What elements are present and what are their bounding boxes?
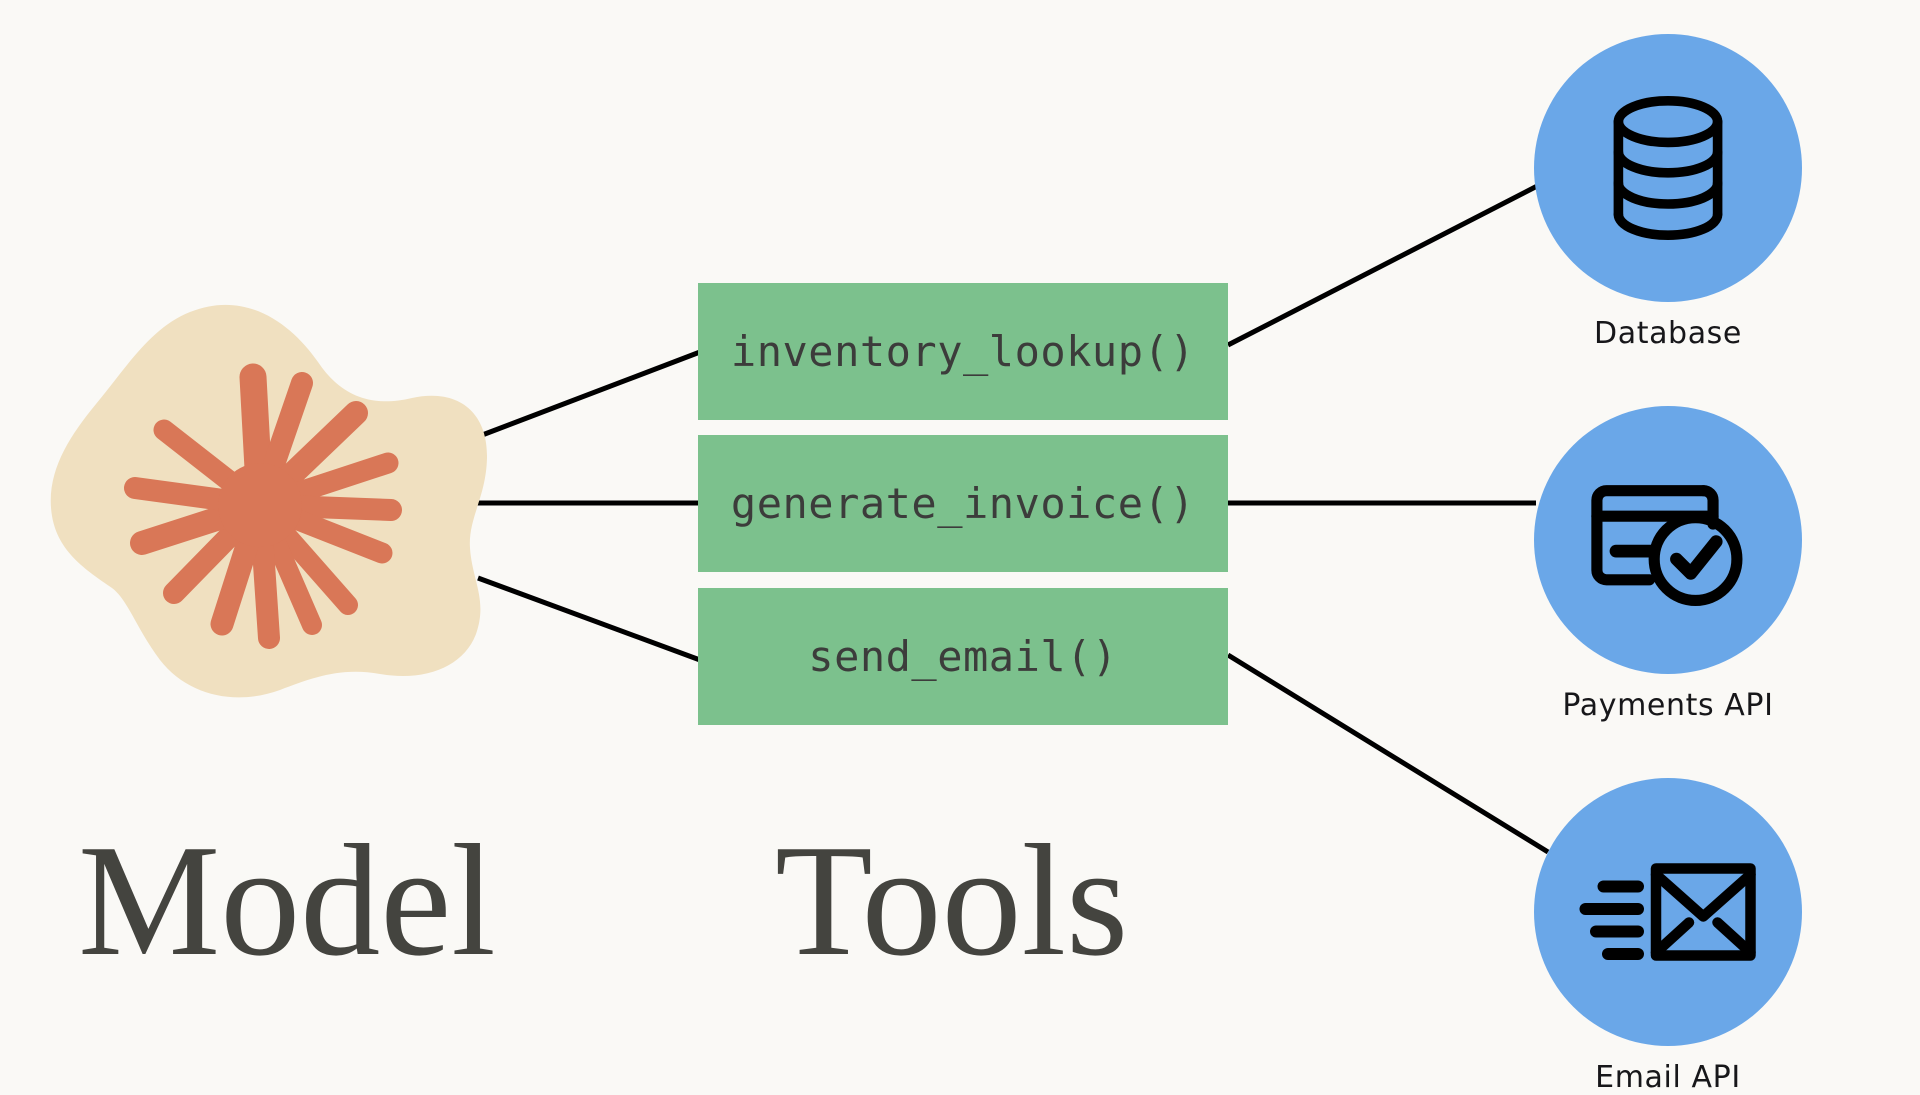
connector-inventory-lookup-to-database [1226,179,1547,348]
service-label: Database [1594,316,1742,351]
service-circle-database[interactable] [1534,34,1802,302]
starburst-icon [124,363,402,649]
service-label: Payments API [1562,688,1774,723]
tool-inventory-lookup[interactable]: inventory_lookup() [698,283,1228,420]
service-circle-payments-api[interactable] [1534,406,1802,674]
connector-model-to-inventory-lookup [476,349,701,440]
model-blob-shape [50,304,488,698]
section-caption-tools: Tools [775,811,1129,989]
model-node[interactable] [40,300,490,700]
tool-generate-invoice[interactable]: generate_invoice() [698,435,1228,572]
service-label: Email API [1595,1060,1741,1095]
tool-label: generate_invoice() [730,479,1196,528]
tool-label: send_email() [808,632,1118,681]
section-caption-model: Model [78,811,496,989]
connector-send-email-to-email-api [1226,652,1550,855]
tool-send-email[interactable]: send_email() [698,588,1228,725]
envelope-speed-icon [1579,863,1756,961]
credit-card-check-icon [1590,485,1742,607]
connector-model-to-send-email [477,575,701,663]
service-email-api[interactable]: Email API [1534,778,1802,1095]
service-payments-api[interactable]: Payments API [1534,406,1802,723]
service-database[interactable]: Database [1534,34,1802,351]
service-circle-email-api[interactable] [1534,778,1802,1046]
database-cylinder-icon [1613,96,1723,240]
tool-label: inventory_lookup() [730,327,1196,376]
